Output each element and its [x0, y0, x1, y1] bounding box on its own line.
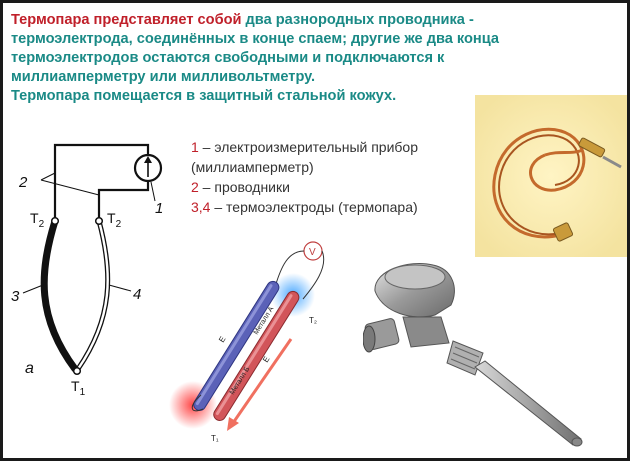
electrode-3 [40, 217, 79, 373]
label-4: 4 [133, 286, 141, 303]
meter-arrow-icon [144, 156, 152, 163]
label-1: 1 [155, 200, 163, 217]
legend-item-wires: 2 – проводники [191, 179, 290, 195]
t2-label: T₂ [309, 316, 317, 325]
emf-label-1: E [217, 335, 227, 344]
junction-t2-right [94, 216, 104, 226]
junction-t1 [72, 366, 82, 376]
voltmeter-label: V [309, 247, 316, 258]
rod-metal-b [213, 290, 300, 421]
label-a: a [25, 360, 34, 377]
legend: 1 – электроизмерительный прибор (миллиам… [191, 137, 418, 217]
intro-line2: термоэлектрода, соединённых в конце спае… [11, 31, 500, 47]
label-t2-right: T2 [107, 210, 122, 230]
intro-text: Термопара представляет собой два разноро… [11, 11, 611, 106]
left-conductor [53, 143, 150, 218]
t1-label: T₁ [211, 434, 219, 443]
intro-line4: миллиамперметру или милливольтметру. [11, 69, 316, 85]
intro-line3: термоэлектродов остаются свободными и по… [11, 50, 445, 66]
rod-metal-a [193, 280, 280, 411]
industrial-thermocouple-probe [363, 262, 583, 447]
heat-flow-arrow-icon [227, 417, 239, 431]
label-t2-left: T2 [30, 210, 45, 230]
intro-line5: Термопара помещается в защитный стальной… [11, 88, 397, 104]
intro-line1-rest: два разнородных проводника - [241, 12, 474, 28]
legend-item-electrodes: 3,4 – термоэлектроды (термопара) [191, 199, 418, 215]
label-3: 3 [11, 288, 20, 305]
right-conductor [97, 181, 150, 218]
label-2: 2 [18, 174, 28, 191]
junction-t2-left [50, 216, 60, 226]
thermocouple-circuit-diagram: 2 1 3 4 a T2 T2 T1 [11, 143, 163, 398]
intro-lead: Термопара представляет собой [11, 12, 242, 28]
seebeck-effect-illustration: V Металл А Металл Б E E T₂ T₁ [169, 241, 325, 443]
emf-label-2: E [261, 355, 271, 364]
legend-item-meter-cont: (миллиамперметр) [191, 159, 314, 175]
label-t1: T1 [71, 378, 86, 398]
copper-thermocouple-image [475, 95, 627, 257]
legend-item-meter: 1 – электроизмерительный прибор [191, 139, 418, 155]
